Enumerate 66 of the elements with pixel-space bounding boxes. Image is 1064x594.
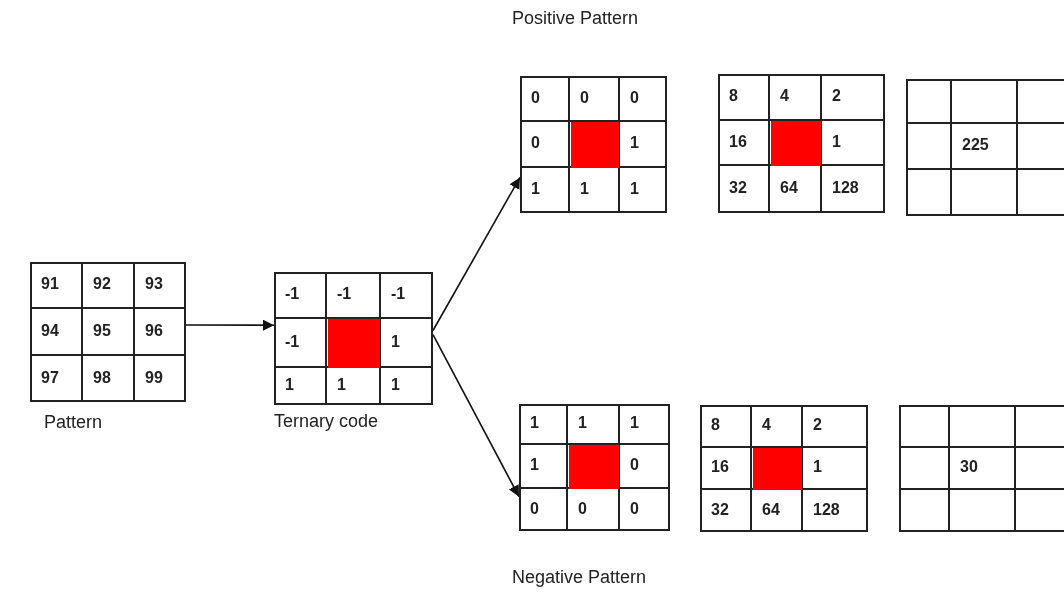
cell-value: 1 — [630, 135, 639, 151]
grid-table — [718, 74, 885, 213]
pattern-heading: Negative Pattern — [512, 567, 647, 588]
cell-value: 99 — [145, 369, 163, 386]
cell-value: 0 — [531, 89, 540, 106]
cell-value: 1 — [391, 333, 400, 350]
cell-value: -1 — [337, 286, 352, 302]
cell-value: 91 — [41, 276, 59, 292]
cell-value: 128 — [813, 501, 840, 518]
cell-value: 96 — [145, 322, 163, 339]
cell-value: 0 — [630, 89, 639, 106]
grid-table — [519, 404, 670, 531]
cell-value: -1 — [285, 286, 300, 302]
cell-value: 2 — [813, 417, 822, 433]
cell-value: -1 — [391, 286, 406, 302]
cell-value: 1 — [337, 377, 346, 393]
grid-table — [520, 76, 667, 213]
cell-value: 32 — [711, 501, 729, 518]
cell-value: 98 — [93, 369, 111, 386]
grid-table — [899, 405, 1064, 532]
grid-table — [700, 405, 868, 532]
cell-value: 1 — [813, 459, 822, 475]
cell-value: 2 — [832, 88, 841, 104]
cell-value: 0 — [530, 500, 539, 517]
arrow — [432, 176, 521, 332]
cell-value: 93 — [145, 276, 163, 292]
grid-table — [30, 262, 186, 402]
arrow — [432, 333, 520, 498]
cell-value: 8 — [729, 88, 738, 104]
grid-table — [906, 79, 1064, 216]
grid-table — [274, 272, 433, 405]
cell-value: 0 — [531, 135, 540, 151]
cell-value: 1 — [580, 181, 589, 197]
grid-caption: Ternary code — [274, 411, 379, 432]
cell-value: 16 — [729, 133, 747, 150]
cell-value: 0 — [580, 89, 589, 106]
cell-value: 128 — [832, 180, 859, 196]
cell-value: 1 — [285, 377, 294, 393]
cell-value: 1 — [832, 133, 841, 150]
cell-value: 4 — [780, 88, 789, 104]
cell-value: 1 — [531, 181, 540, 197]
cell-value: 95 — [93, 322, 111, 339]
cell-value: 97 — [41, 369, 59, 386]
cell-value: 1 — [391, 377, 400, 393]
arrow — [185, 319, 275, 331]
grid-caption: Pattern — [44, 412, 103, 433]
cell-value: 225 — [962, 137, 989, 153]
pattern-heading: Positive Pattern — [512, 8, 639, 29]
cell-value: 64 — [780, 180, 798, 196]
cell-value: 1 — [530, 457, 539, 473]
cell-value: -1 — [285, 333, 300, 350]
cell-value: 1 — [630, 415, 639, 431]
cell-value: 0 — [630, 457, 639, 473]
cell-value: 64 — [762, 501, 780, 518]
cell-value: 94 — [41, 322, 59, 339]
cell-value: 1 — [530, 415, 539, 431]
cell-value: 30 — [960, 459, 978, 475]
cell-value: 0 — [578, 500, 587, 517]
cell-value: 0 — [630, 500, 639, 517]
cell-value: 32 — [729, 180, 747, 196]
cell-value: 1 — [578, 415, 587, 431]
cell-value: 92 — [93, 276, 111, 292]
cell-value: 1 — [630, 181, 639, 197]
cell-value: 8 — [711, 417, 720, 433]
cell-value: 16 — [711, 459, 729, 475]
cell-value: 4 — [762, 417, 771, 433]
